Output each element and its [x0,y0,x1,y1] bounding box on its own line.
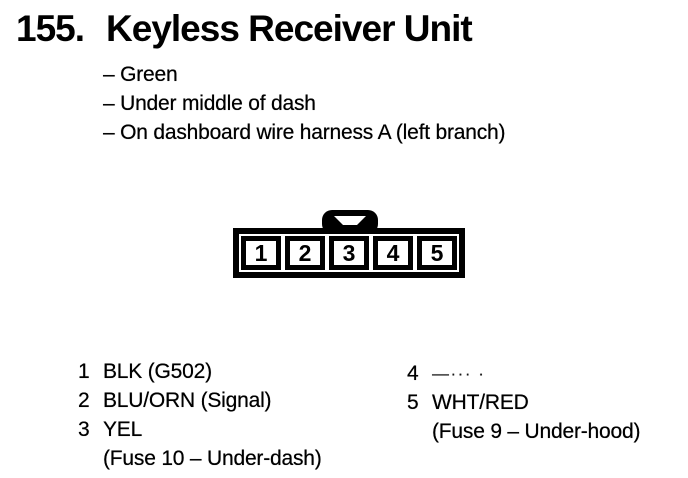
pinout-right-column: 4 —··· · 5 WHT/RED (Fuse 9 – Under-hood) [407,359,640,446]
detail-line-color: – Green [103,63,178,86]
connector-diagram: 1 2 3 4 5 [233,228,465,278]
connector-cavity-2: 2 [285,236,325,270]
pin-number: 4 [407,362,419,385]
pinout-left-column: 1 BLK (G502) 2 BLU/ORN (Signal) 3 YEL (F… [78,357,322,473]
connector-cavity-4: 4 [373,236,413,270]
section-number: 155. [16,8,85,49]
pin-number: 3 [78,418,90,441]
detail-line-location: – Under middle of dash [103,92,316,115]
pin-number: 1 [78,360,90,383]
pin-row-3: 3 YEL [78,415,322,444]
pin-wire-label: WHT/RED [432,391,529,414]
pin-not-used-mark: —··· · [432,364,486,383]
pin-wire-label: BLU/ORN (Signal) [103,389,272,412]
connector-cavity-1: 1 [241,236,281,270]
pin-row-1: 1 BLK (G502) [78,357,322,386]
detail-line-harness: – On dashboard wire harness A (left bran… [103,121,506,144]
page-title: 155. Keyless Receiver Unit [16,8,473,50]
connector-cavity-5: 5 [417,236,457,270]
pin-row-3-note: (Fuse 10 – Under-dash) [78,444,322,473]
pin-fuse-note: (Fuse 9 – Under-hood) [432,420,641,443]
pin-row-5-note: (Fuse 9 – Under-hood) [407,417,640,446]
pin-wire-label: BLK (G502) [103,360,212,383]
section-title: Keyless Receiver Unit [106,8,473,49]
pin-fuse-note: (Fuse 10 – Under-dash) [103,447,322,470]
connector-cavity-3: 3 [329,236,369,270]
component-details: – Green – Under middle of dash – On dash… [103,60,505,147]
pin-number: 2 [78,389,90,412]
pin-row-2: 2 BLU/ORN (Signal) [78,386,322,415]
pin-number-spacer [78,444,103,473]
pin-number-spacer [407,417,432,446]
pin-row-5: 5 WHT/RED [407,388,640,417]
pin-row-4: 4 —··· · [407,359,640,388]
pin-wire-label: YEL [103,418,143,441]
pin-number: 5 [407,391,419,414]
